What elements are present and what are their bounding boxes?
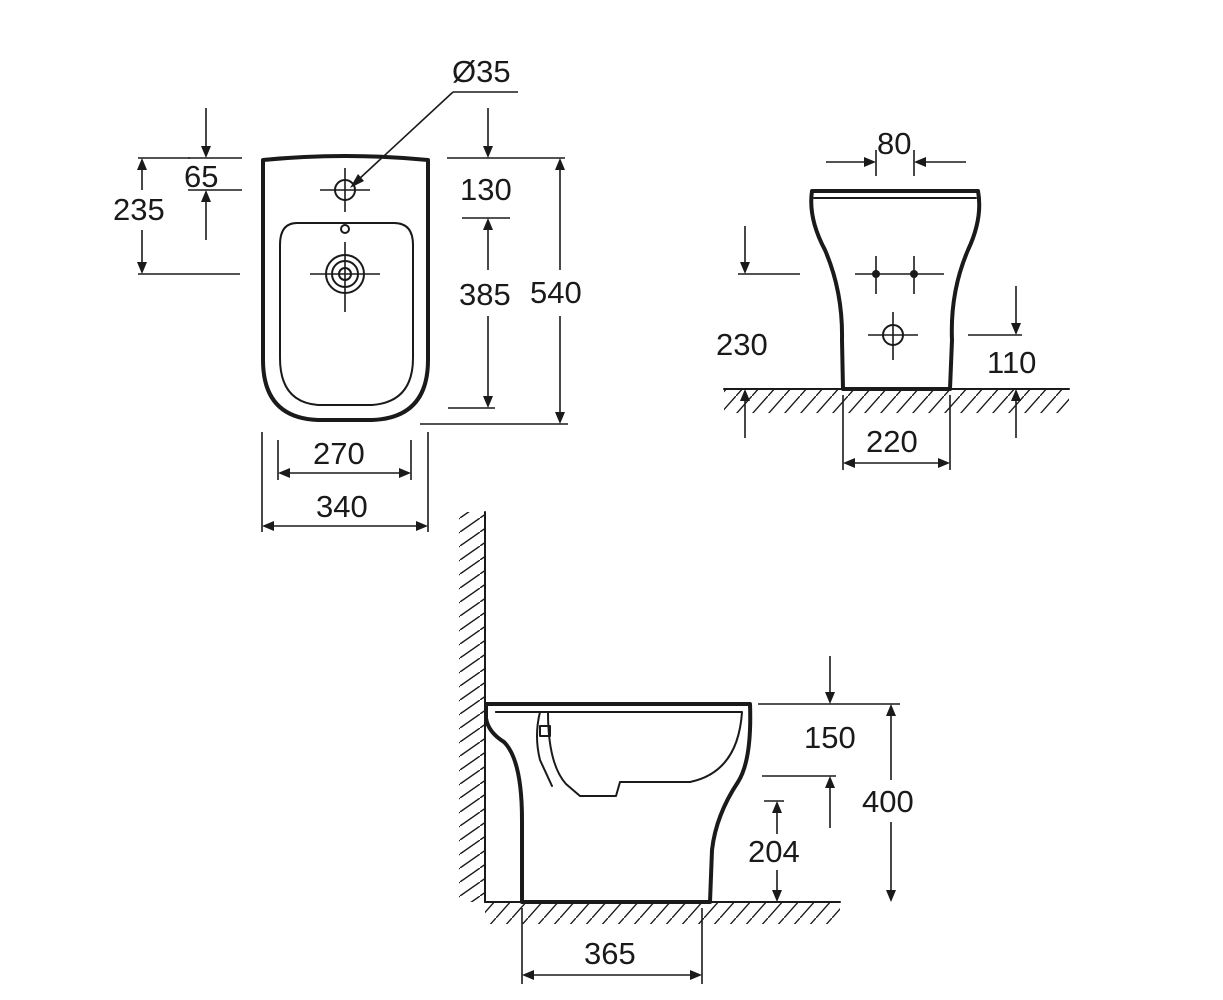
tap-hole [320, 168, 370, 212]
rear-outlet-hole [868, 312, 918, 360]
label-base-width: 220 [866, 424, 918, 459]
dim-base-width: 220 [842, 395, 951, 470]
label-outlet-height: 110 [987, 345, 1036, 380]
label-rim-depth: 150 [804, 720, 856, 755]
label-base-depth: 365 [584, 936, 636, 971]
drain-hole [310, 242, 380, 312]
label-tap-hole-offset: 65 [184, 159, 218, 194]
dim-overall-length: 540 [420, 158, 582, 425]
rear-view-outline [809, 189, 982, 391]
dim-tap-offset: 130 [447, 108, 565, 219]
dim-fixing-spacing: 80 [826, 126, 966, 176]
side-view-bowl [495, 711, 743, 797]
dim-drain-offset: 235 [113, 157, 240, 275]
label-overall-length: 540 [530, 275, 582, 310]
rear-fixing-holes [855, 256, 944, 294]
dim-base-depth: 365 [521, 908, 703, 984]
dim-tap-hole-offset: 65 [184, 108, 242, 240]
top-view: Ø35 65 235 130 [113, 54, 582, 532]
top-view-outline [261, 154, 430, 422]
dim-fixing-height: 230 [716, 226, 800, 438]
side-view-outline [484, 702, 753, 904]
label-overall-height: 400 [862, 784, 914, 819]
label-fixing-height: 230 [716, 327, 768, 362]
side-floor-hatch [485, 902, 840, 924]
dim-overall-width: 340 [261, 432, 429, 532]
side-view: 150 400 204 365 [459, 511, 914, 984]
label-fixing-spacing: 80 [877, 126, 911, 161]
label-bowl-length: 385 [459, 277, 511, 312]
overflow-hole [340, 224, 350, 234]
dim-bowl-length: 385 [448, 218, 511, 409]
wall-hatch [459, 512, 485, 902]
label-tap-offset: 130 [460, 172, 512, 207]
rear-view: 80 230 110 220 [716, 126, 1070, 470]
label-overall-width: 340 [316, 489, 368, 524]
dim-bowl-width: 270 [277, 436, 412, 480]
dim-overall-height: 400 [862, 704, 914, 902]
label-hole-diameter: Ø35 [452, 54, 511, 89]
dim-outlet-height-side: 204 [748, 800, 800, 902]
dim-hole-diameter: Ø35 [350, 54, 518, 188]
label-bowl-width: 270 [313, 436, 365, 471]
dim-rim-depth: 150 [758, 656, 900, 828]
label-outlet-height-side: 204 [748, 834, 800, 869]
label-drain-offset: 235 [113, 192, 165, 227]
top-view-bowl [279, 222, 414, 406]
dim-outlet-height: 110 [968, 286, 1036, 438]
